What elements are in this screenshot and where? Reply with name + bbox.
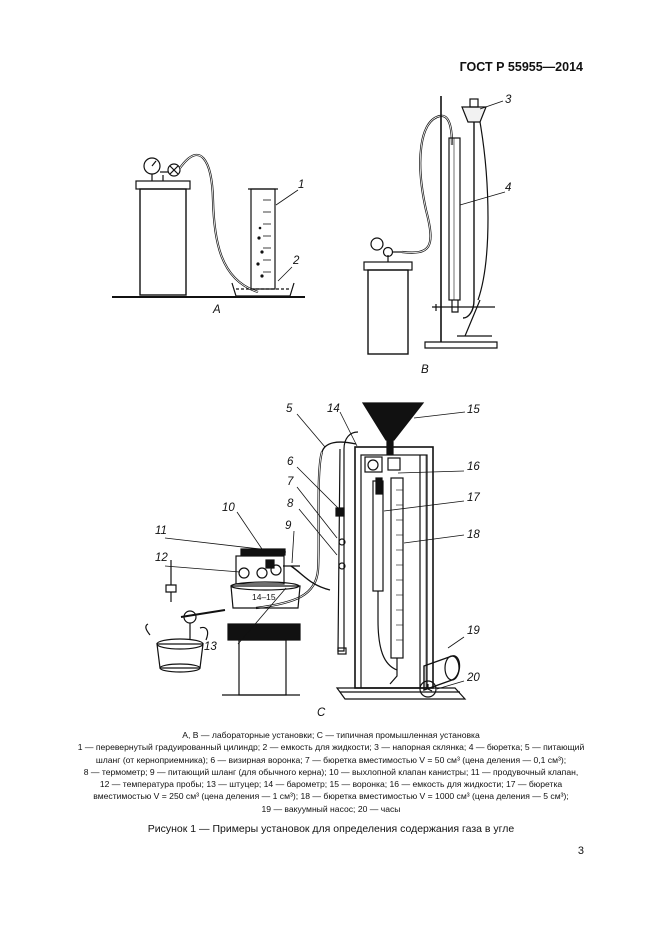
- apparatus-figure: A B C 1 2 3 4 5 6 7 8 9 10 11 12 13 14 1…: [112, 94, 512, 719]
- callout-10: 10: [222, 502, 235, 514]
- figure-legend: A, B — лабораторные установки; C — типич…: [40, 729, 622, 815]
- page-number: 3: [577, 845, 584, 857]
- legend-line: 8 — термометр; 9 — питающий шланг (для о…: [83, 766, 579, 777]
- callout-7: 7: [287, 476, 294, 488]
- callout-19: 19: [467, 625, 480, 637]
- legend-line: A, B — лабораторные установки; C — типич…: [182, 730, 480, 740]
- callout-2: 2: [292, 255, 300, 267]
- panel-label-c: C: [317, 707, 326, 719]
- callout-9: 9: [285, 520, 292, 532]
- callout-4: 4: [505, 182, 511, 194]
- legend-line: 1 — перевернутый градуированный цилиндр;…: [77, 742, 585, 753]
- callout-11: 11: [155, 525, 167, 537]
- callout-15: 15: [467, 404, 480, 416]
- callout-20: 20: [466, 672, 480, 684]
- legend-line: вместимостью V = 250 см³ (цена деления —…: [93, 791, 569, 802]
- callout-13: 13: [204, 641, 217, 653]
- callout-6: 6: [287, 456, 294, 468]
- legend-line: 12 — температура пробы; 13 — штуцер; 14 …: [99, 779, 563, 790]
- callout-14-15: 14–15: [252, 592, 276, 602]
- legend-line: шланг (от кернoприемника); 6 — визирная …: [95, 754, 567, 765]
- panel-label-b: B: [421, 364, 429, 376]
- legend-line: 19 — вакуумный насос; 20 — часы: [261, 803, 401, 814]
- panel-c-drawing: [145, 402, 467, 700]
- panel-label-a: A: [212, 304, 221, 316]
- standard-header: ГОСТ Р 55955—2014: [459, 60, 583, 74]
- panel-a-drawing: [112, 153, 305, 298]
- callout-8: 8: [287, 498, 294, 510]
- callout-18: 18: [467, 529, 480, 541]
- figure-caption: Рисунок 1 — Примеры установок для опреде…: [147, 823, 515, 835]
- callout-12: 12: [155, 552, 168, 564]
- callout-17: 17: [467, 492, 480, 504]
- callout-5: 5: [286, 403, 293, 415]
- panel-b-drawing: [363, 96, 506, 355]
- callout-14: 14: [327, 403, 340, 415]
- callout-1: 1: [298, 179, 304, 191]
- callout-16: 16: [467, 461, 480, 473]
- callout-3: 3: [505, 94, 512, 106]
